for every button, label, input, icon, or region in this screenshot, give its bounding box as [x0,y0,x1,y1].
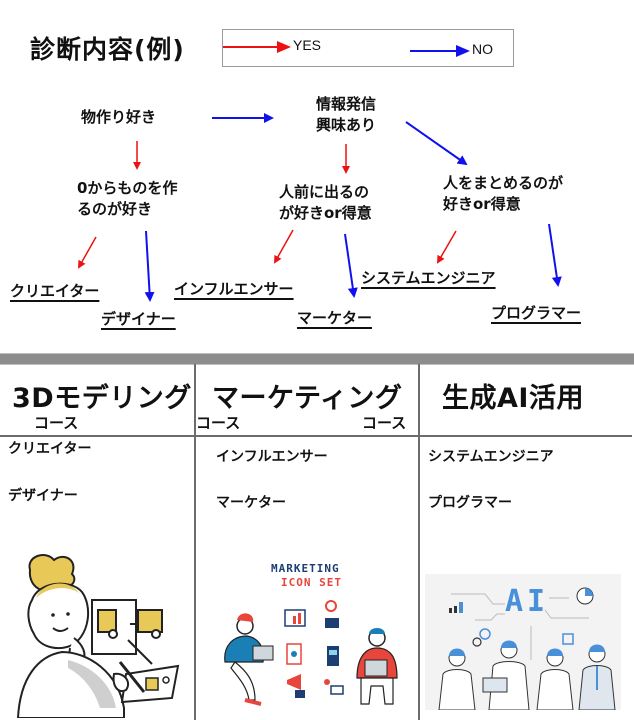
arrow-yes-matomeru-to-se [436,230,457,264]
job-influencer: インフルエンサー [174,280,294,298]
arrow-no-joho-to-matomeru [405,121,468,166]
course-job-creator: クリエイター [8,441,92,457]
course-job-marketer: マーケター [216,495,286,511]
ai-team-illustration: AI [425,574,621,710]
node-matomeru: 人をまとめるのが 好きor得意 [443,173,563,215]
ai-person-2 [482,640,530,710]
course-title-3d-modeling: 3Dモデリング [12,383,192,414]
node-joho-hasshin-line2: 興味あり [315,116,376,134]
section-divider [0,353,634,365]
no-arrow-icon [410,45,470,57]
node-hitomae: 人前に出るの が好きor得意 [279,182,372,224]
course-title-marketing: マーケティング [212,383,403,414]
course-job-system-engineer: システムエンジニア [428,449,554,465]
arrow-no-matomeru-to-programmer [548,223,562,287]
flowchart-arrows [78,113,562,302]
course-subtitle-marketing-right: コース [362,414,407,432]
node-matomeru-line2: 好きor得意 [443,195,521,213]
node-mono-zukuri: 物作り好き [81,108,157,126]
arrow-yes-hitomae-to-influencer [274,229,294,264]
node-zero-kara-line1: 0からものを作 [77,179,178,197]
ai-person-1 [438,648,476,710]
column-divider-2 [418,364,420,720]
node-hitomae-line2: が好きor得意 [279,204,372,222]
course-subtitle-3d-modeling: コース [34,414,79,432]
course-job-influencer: インフルエンサー [216,449,328,465]
page-title: 診断内容(例) [30,35,185,64]
arrow-no-zero-to-designer [144,230,155,302]
ai-person-3 [536,648,574,710]
legend-no-label: NO [472,41,493,57]
node-joho-hasshin: 情報発信 興味あり [296,94,396,136]
marketing-illustration-subtitle: ICON SET [281,576,342,589]
legend: YES NO [222,29,514,67]
column-divider-1 [194,364,196,720]
course-job-designer: デザイナー [8,488,78,504]
node-zero-kara: 0からものを作 るのが好き [77,178,177,220]
node-joho-hasshin-line1: 情報発信 [315,95,376,113]
job-marketer: マーケター [297,309,373,327]
arrow-no-hitomae-to-marketer [344,233,358,298]
ai-circuit-people [438,587,616,710]
yes-arrow-icon [223,41,291,53]
header-row-divider [0,435,632,437]
node-zero-kara-line2: るのが好き [77,200,153,218]
job-creator: クリエイター [10,282,100,300]
node-hitomae-line1: 人前に出るの [279,183,370,201]
ai-illustration-text: AI [505,584,550,619]
marketing-people-icons [224,600,398,706]
job-programmer: プログラマー [491,304,582,322]
node-matomeru-line1: 人をまとめるのが [443,174,564,192]
job-system-engineer: システムエンジニア [361,269,496,287]
marketing-illustration-title: MARKETING [271,562,340,575]
marketing-icon-set-illustration: MARKETING ICON SET [205,550,413,718]
arrow-yes-zero-to-creator [78,236,97,269]
job-designer: デザイナー [101,310,176,328]
legend-yes-label: YES [293,37,322,53]
ai-person-4 [578,644,616,710]
course-title-generative-ai: 生成AI活用 [442,383,584,414]
woman-designing-illustration [8,548,188,718]
course-job-programmer: プログラマー [428,495,512,511]
course-subtitle-marketing-left: コース [196,414,241,432]
